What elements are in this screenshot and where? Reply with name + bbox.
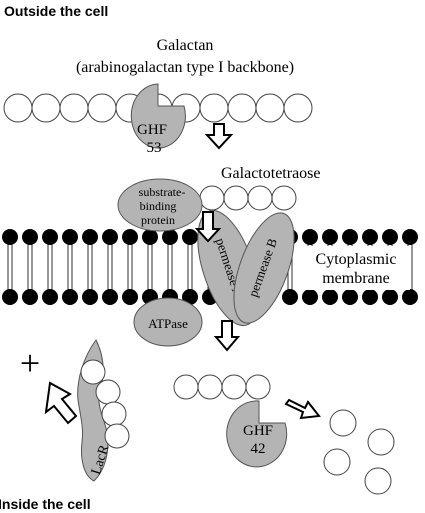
inside-cell-label: Inside the cell xyxy=(0,496,91,512)
lipid-head xyxy=(102,229,118,245)
lipid-head xyxy=(42,229,58,245)
galactose-unit xyxy=(31,93,61,123)
lipid-head xyxy=(82,289,98,305)
lipid-head xyxy=(182,229,198,245)
lipid-head xyxy=(342,289,358,305)
galactotetraose-chain xyxy=(199,185,297,211)
galactose-unit xyxy=(227,93,257,123)
galactose-unit xyxy=(283,93,313,123)
down-arrow-icon xyxy=(204,123,234,150)
permease-b: permease B xyxy=(233,212,295,324)
galactose-unit xyxy=(197,374,223,400)
galactose-unit xyxy=(245,374,271,400)
galactose-unit xyxy=(223,185,249,211)
lipid-head xyxy=(62,229,78,245)
atpase-label: ATPase xyxy=(148,316,188,331)
lipid-head xyxy=(402,229,418,245)
atpase: ATPase xyxy=(133,297,203,347)
down-arrow-inside-icon xyxy=(213,320,241,352)
galactan-subtitle: (arabinogalactan type I backbone) xyxy=(76,59,294,76)
ghf53-label-line1: GHF xyxy=(137,122,167,138)
lipid-head xyxy=(122,229,138,245)
galactose-unit xyxy=(271,185,297,211)
lacr-regulator: LacR xyxy=(77,339,130,482)
galactose-unit xyxy=(87,93,117,123)
galactose-unit xyxy=(367,428,395,456)
galactose-unit xyxy=(95,379,121,405)
galactose-unit xyxy=(329,409,357,437)
membrane-heads-outer xyxy=(2,229,418,245)
lipid-head xyxy=(322,289,338,305)
galactose-unit xyxy=(104,423,130,449)
lipid-head xyxy=(302,289,318,305)
galactose-unit xyxy=(323,448,351,476)
lipid-head xyxy=(2,289,18,305)
galactose-unit xyxy=(247,185,273,211)
ghf53-label-line2: 53 xyxy=(147,140,162,156)
ghf42-shape xyxy=(226,400,288,468)
galactose-unit xyxy=(199,93,229,123)
lipid-head xyxy=(162,229,178,245)
lipid-head xyxy=(82,229,98,245)
lipid-head xyxy=(382,289,398,305)
lipid-head xyxy=(182,289,198,305)
sbp-label-line1: substrate- xyxy=(139,185,186,199)
lipid-head xyxy=(22,289,38,305)
membrane-label-line1: Cytoplasmic xyxy=(316,251,397,268)
activation-arrow-icon xyxy=(44,381,78,425)
transport-arrow-icon xyxy=(194,211,222,243)
substrate-binding-protein: substrate- binding protein xyxy=(117,178,203,232)
lipid-head xyxy=(142,229,158,245)
lipid-head xyxy=(342,229,358,245)
lipid-head xyxy=(62,289,78,305)
lipid-head xyxy=(2,229,18,245)
galactose-unit xyxy=(59,93,89,123)
galactose-unit xyxy=(101,401,127,427)
sbp-label-line2: binding xyxy=(140,199,177,213)
galactose-unit xyxy=(3,93,33,123)
lipid-head xyxy=(382,229,398,245)
lipid-head xyxy=(402,289,418,305)
plus-sign: + xyxy=(20,343,40,383)
lipid-head xyxy=(102,289,118,305)
release-arrow-icon xyxy=(284,398,321,420)
permease-b-shape xyxy=(233,212,295,324)
atpase-shape xyxy=(133,297,203,347)
lipid-head xyxy=(362,229,378,245)
sbp-label-line3: protein xyxy=(141,213,175,227)
ghf53-enzyme: GHF 53 xyxy=(130,83,186,156)
galactose-unit xyxy=(221,374,247,400)
galactose-unit xyxy=(364,467,392,495)
ghf42-label-line2: 42 xyxy=(251,441,266,457)
galactotetraose-label: Galactotetraose xyxy=(221,165,321,182)
membrane-label-line2: membrane xyxy=(322,270,390,287)
free-galactose xyxy=(323,409,395,495)
galactose-unit xyxy=(255,93,285,123)
sbp-shape xyxy=(117,178,203,232)
lipid-head xyxy=(122,289,138,305)
lipid-head xyxy=(362,289,378,305)
ghf53-shape xyxy=(130,83,186,149)
galactose-unit xyxy=(199,185,225,211)
galactose-unit xyxy=(80,359,106,385)
ghf42-label-line1: GHF xyxy=(243,423,273,439)
ghf42-complex: GHF 42 xyxy=(173,374,288,468)
galactose-unit xyxy=(173,374,199,400)
lipid-head xyxy=(322,229,338,245)
membrane-label-bg xyxy=(300,246,410,290)
lipid-head xyxy=(22,229,38,245)
lipid-head xyxy=(282,289,298,305)
outside-cell-label: Outside the cell xyxy=(4,3,108,19)
lipid-head xyxy=(42,289,58,305)
galactan-label: Galactan xyxy=(157,37,214,54)
lipid-head xyxy=(302,229,318,245)
